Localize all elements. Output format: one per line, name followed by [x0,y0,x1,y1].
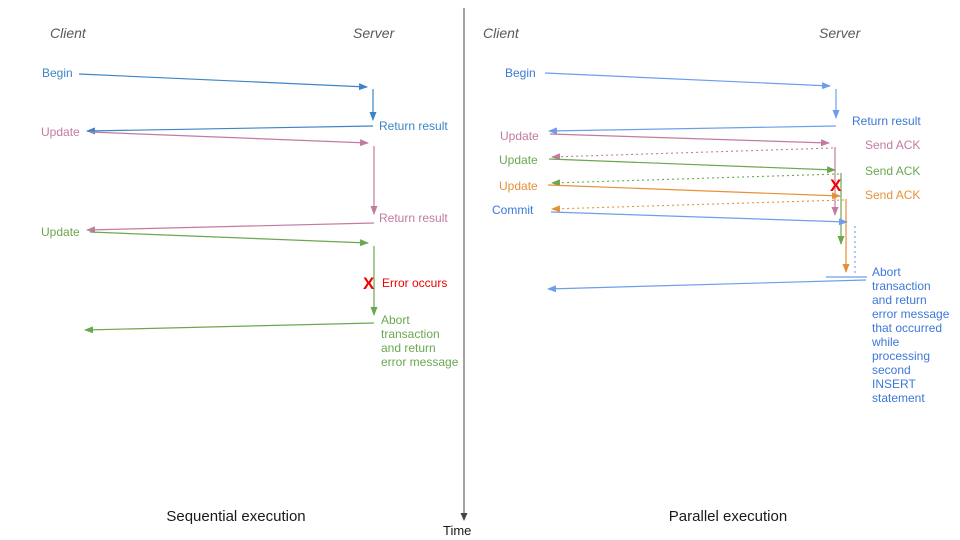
update3-request-arrow [547,184,841,200]
update2-request-arrow [89,231,369,247]
ack3-dotted-arrow [551,199,845,213]
abort-line: Abort [872,265,901,279]
commit-request-arrow [550,211,848,226]
time-axis: Time [443,8,471,538]
abort-line: and return [872,293,927,307]
abort-message-text: Abort transaction and return error messa… [381,313,459,369]
return-result-arrow-1 [86,125,374,135]
begin-request-arrow [544,72,831,90]
update1-request-arrow [89,131,369,147]
time-axis-label: Time [443,523,471,538]
update1-request-arrow [549,133,830,147]
return-result-arrow [548,125,837,135]
error-x-mark: X [830,176,842,195]
begin-label: Begin [505,66,536,80]
send-ack2-label: Send ACK [865,164,920,178]
abort-line: second [872,363,911,377]
ack2-dotted-arrow [551,173,840,187]
ack1-dotted-arrow [551,147,834,161]
commit-label: Commit [492,203,534,217]
abort-message-text: Abort transaction and return error messa… [871,265,950,405]
left-client-header: Client [50,25,87,41]
abort-line: error message [872,307,950,321]
abort-line: statement [872,391,925,405]
abort-line: Abort [381,313,410,327]
error-occurs-label: Error occurs [382,276,447,290]
abort-line: processing [872,349,930,363]
abort-line: while [871,335,900,349]
abort-return-arrow [547,279,867,293]
return-result-label-1: Return result [379,119,448,133]
right-server-header: Server [819,25,862,41]
left-server-header: Server [353,25,396,41]
abort-line: and return [381,341,436,355]
update3-label: Update [499,179,538,193]
update2-label: Update [499,153,538,167]
begin-request-arrow [78,73,368,91]
update2-label: Update [41,225,80,239]
abort-line: transaction [872,279,931,293]
send-ack3-label: Send ACK [865,188,920,202]
abort-line: error message [381,355,459,369]
abort-line: INSERT [872,377,916,391]
update2-request-arrow [548,158,836,174]
abort-return-arrow [84,322,375,334]
sequential-panel: Client Server Begin Return result Update… [41,25,459,525]
return-result-label: Return result [852,114,921,128]
return-result-arrow-2 [86,222,375,234]
parallel-caption: Parallel execution [669,508,787,525]
parallel-panel: Client Server Begin Return result Update… [483,25,950,525]
abort-line: transaction [381,327,440,341]
update1-label: Update [41,125,80,139]
right-client-header: Client [483,25,520,41]
begin-label: Begin [42,66,73,80]
send-ack1-label: Send ACK [865,138,920,152]
update1-label: Update [500,129,539,143]
abort-line: that occurred [872,321,942,335]
return-result-label-2: Return result [379,211,448,225]
sequential-caption: Sequential execution [166,508,305,525]
error-x-mark: X [363,274,375,293]
